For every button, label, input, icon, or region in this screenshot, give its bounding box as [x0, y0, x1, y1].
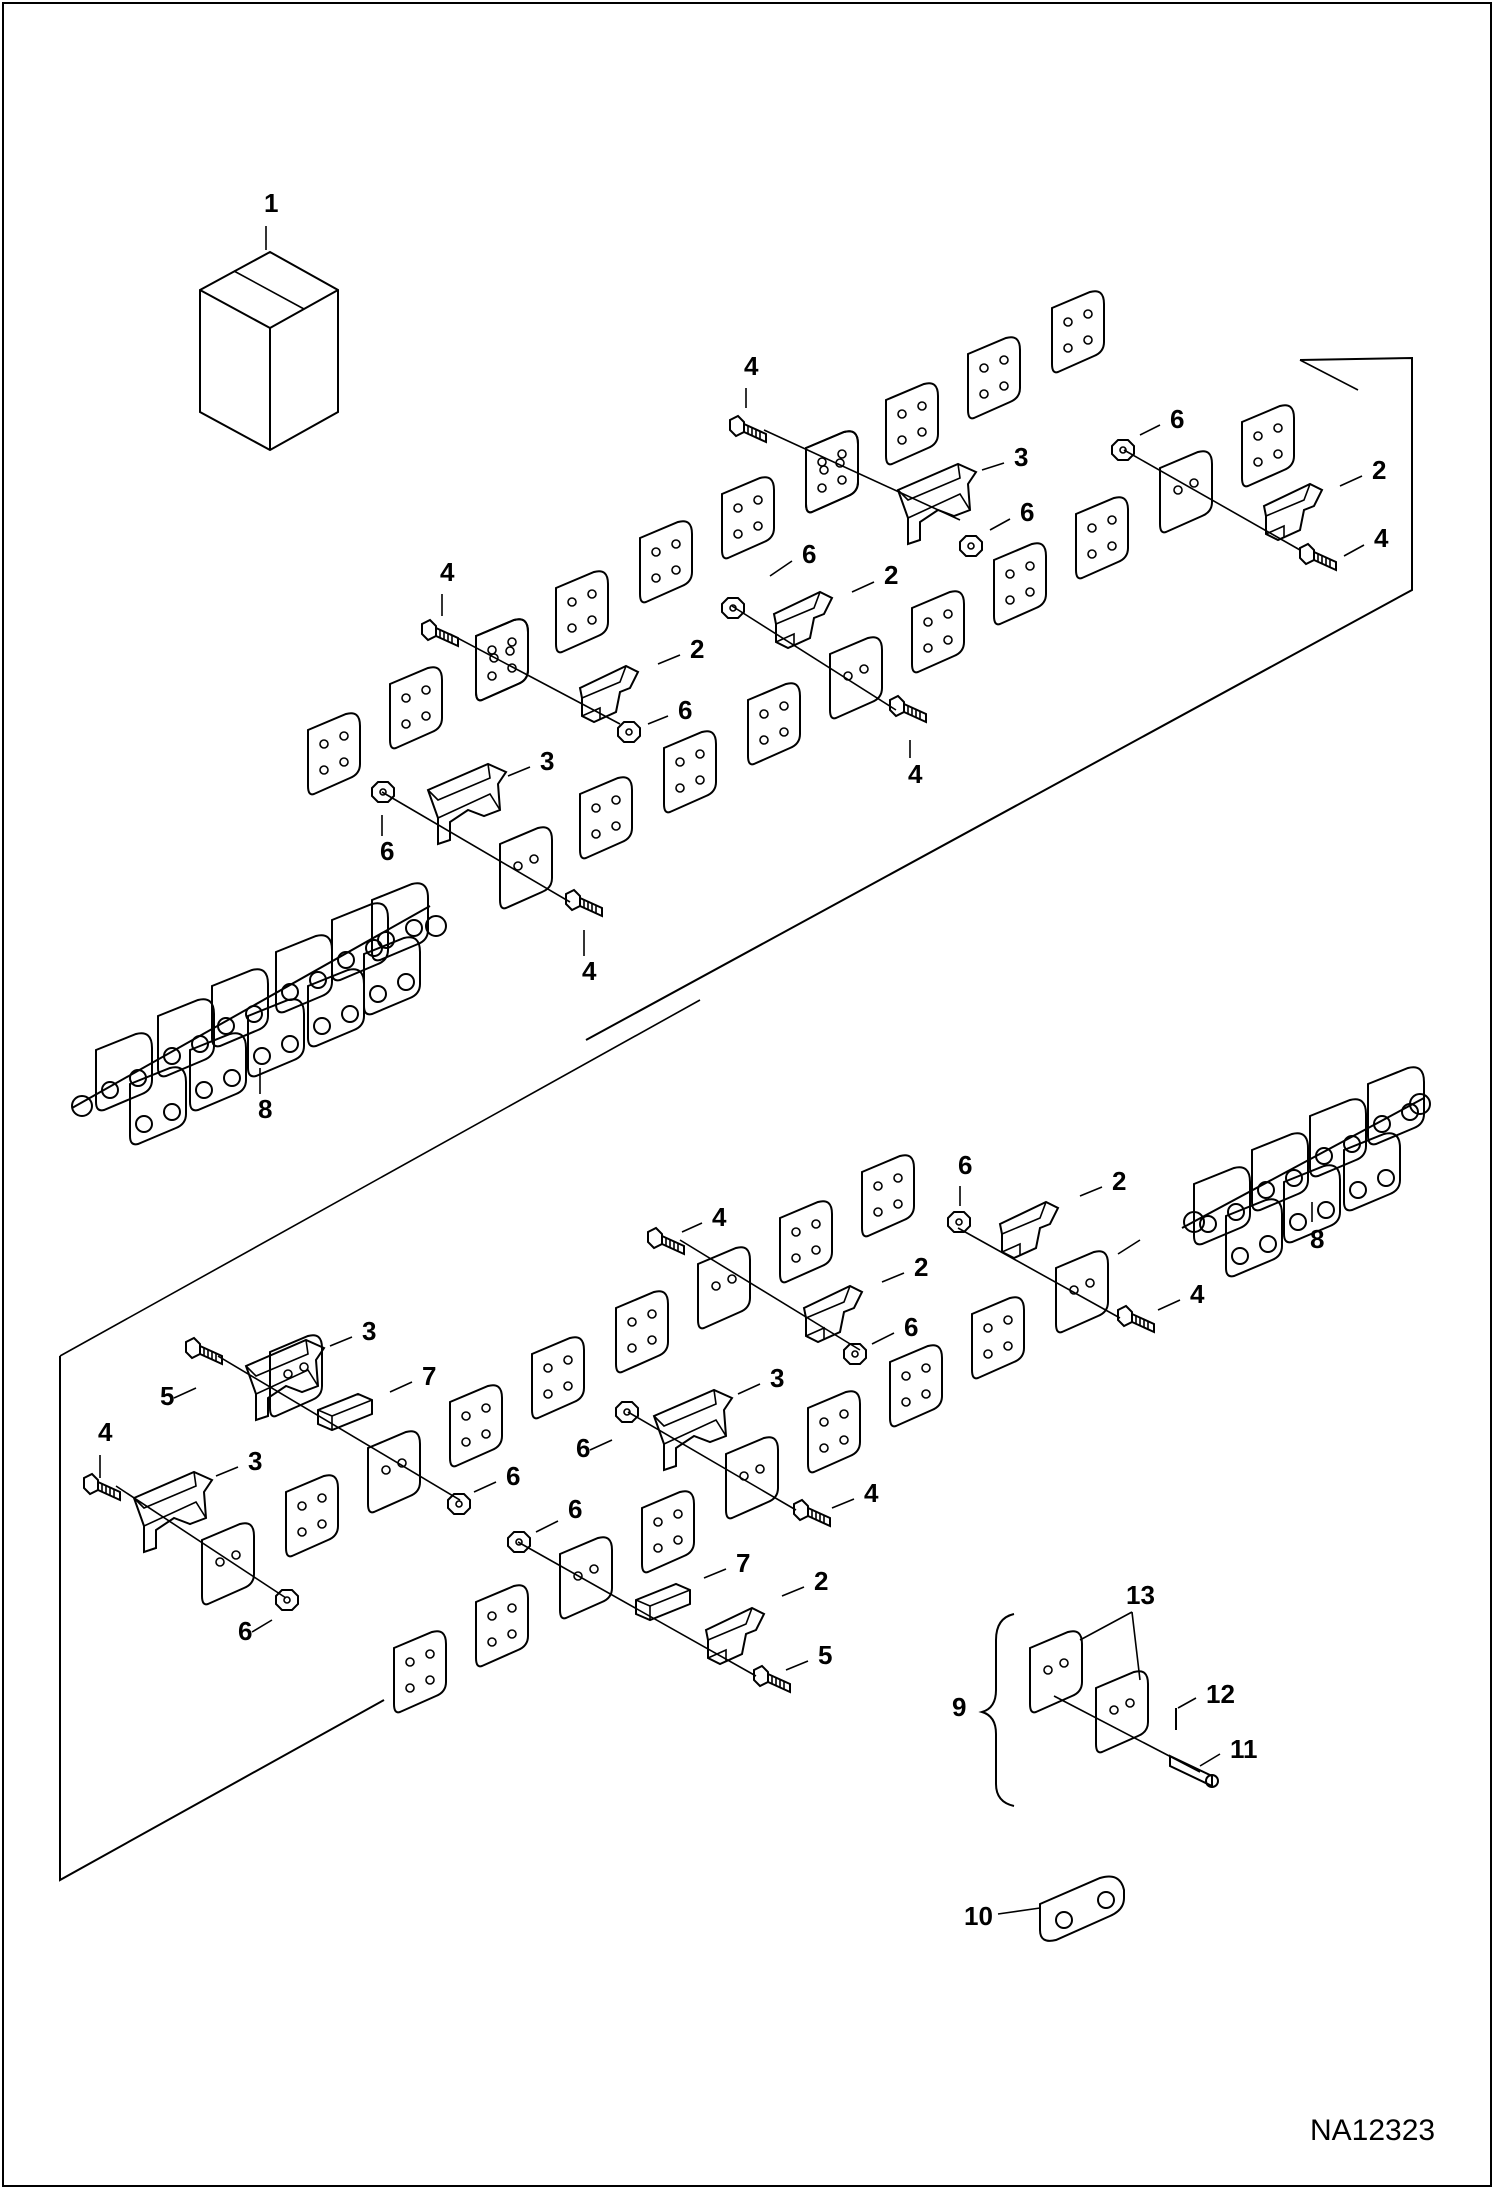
callout-c11: 11 — [1230, 1734, 1258, 1764]
leader-line-c3c — [329, 1336, 353, 1347]
callout-c5b: 5 — [818, 1640, 832, 1670]
callout-c4e: 4 — [582, 956, 597, 986]
leader-line-c12 — [1177, 1697, 1197, 1709]
upper-roller-chain — [71, 882, 447, 1146]
upper-teeth — [427, 463, 1323, 845]
leader-line-c2c — [657, 654, 681, 665]
leader-line-c11 — [1199, 1753, 1221, 1767]
kit-box — [199, 250, 339, 452]
leader-line-c6b — [989, 518, 1011, 531]
callout-c4g: 4 — [1190, 1279, 1205, 1309]
callout-c2d: 2 — [1112, 1166, 1126, 1196]
leader-line-c3e — [215, 1466, 239, 1477]
callout-c4c: 4 — [440, 557, 455, 587]
leader-line-c2e — [881, 1272, 905, 1283]
leader-line-c3a — [981, 462, 1005, 471]
callout-c6d: 6 — [678, 695, 692, 725]
callout-c7a: 7 — [422, 1361, 436, 1391]
callout-c6k: 6 — [238, 1616, 252, 1646]
callout-c2f: 2 — [814, 1566, 828, 1596]
callout-c5a: 5 — [160, 1381, 174, 1411]
callout-c12: 12 — [1206, 1679, 1235, 1709]
callout-c3e: 3 — [248, 1446, 262, 1476]
leader-line-c3b — [507, 766, 531, 777]
callout-c4i: 4 — [864, 1478, 879, 1508]
callout-c9: 9 — [952, 1692, 966, 1722]
callout-c13: 13 — [1126, 1580, 1155, 1610]
lower-plates — [201, 1154, 1109, 1714]
callout-c1: 1 — [264, 188, 278, 218]
leader-line-c4f — [681, 1222, 703, 1233]
callout-c2c: 2 — [690, 634, 704, 664]
callout-c2a: 2 — [1372, 455, 1386, 485]
callout-c6c: 6 — [802, 539, 816, 569]
upper-assembly-outline — [585, 356, 1413, 1041]
callout-c8b: 8 — [1310, 1224, 1324, 1254]
leader-line-c4b — [1343, 544, 1365, 557]
callout-c6i: 6 — [506, 1461, 520, 1491]
callout-c6a: 6 — [1170, 404, 1184, 434]
callout-c8a: 8 — [258, 1094, 272, 1124]
callout-c4d: 4 — [908, 759, 923, 789]
callout-c6g: 6 — [904, 1312, 918, 1342]
leader-line-c6h — [589, 1439, 613, 1451]
leader-line-c6i — [473, 1481, 497, 1493]
callout-c6h: 6 — [576, 1433, 590, 1463]
leader-line-c2f — [781, 1586, 805, 1597]
leader-line-c10 — [997, 1907, 1041, 1915]
callout-layer: 1 4 6 3 2 6 4 6 4 2 2 6 3 4 6 4 8 6 2 4 8 2 4 6 3 5 7 3 4 6 3 6 4 6 7 2 6 13 5… — [98, 188, 1389, 1931]
upper-assembly-lines — [381, 429, 1301, 903]
lower-spacers — [317, 1393, 691, 1621]
leader-line-c2d — [1079, 1186, 1103, 1197]
leader-line-c5b — [785, 1660, 809, 1671]
leader-line-c3d — [737, 1383, 761, 1395]
connecting-link-kit — [978, 1611, 1219, 1807]
lower-assembly-outline — [59, 999, 1141, 1882]
callout-c3c: 3 — [362, 1316, 376, 1346]
leader-line-c6d — [647, 715, 669, 725]
callout-c3b: 3 — [540, 746, 554, 776]
callout-c6b: 6 — [1020, 497, 1034, 527]
lower-assembly-lines — [115, 1227, 1121, 1677]
leader-line-c5a — [173, 1387, 197, 1399]
leader-line-c4g — [1157, 1299, 1181, 1311]
leader-line-c2b — [851, 581, 875, 593]
callout-c4f: 4 — [712, 1202, 727, 1232]
callout-c3a: 3 — [1014, 442, 1028, 472]
leader-line-c4i — [831, 1498, 855, 1509]
callout-c7b: 7 — [736, 1548, 750, 1578]
callout-c10: 10 — [964, 1901, 993, 1931]
callout-c6e: 6 — [380, 836, 394, 866]
leader-line-c2a — [1339, 475, 1363, 487]
offset-link — [1039, 1875, 1125, 1942]
leader-line-c7b — [703, 1568, 727, 1579]
callout-c4a: 4 — [744, 351, 759, 381]
leader-line-c6j — [535, 1520, 559, 1533]
leader-line-c7a — [389, 1381, 413, 1393]
leader-line-c6c — [769, 560, 793, 577]
callout-c6j: 6 — [568, 1494, 582, 1524]
drawing-code: NA12323 — [1310, 2114, 1435, 2147]
leader-line-c6k — [251, 1619, 273, 1633]
leader-line-c6a — [1139, 424, 1161, 436]
lower-roller-chain — [1181, 1066, 1431, 1278]
callout-c4h: 4 — [98, 1417, 113, 1447]
callout-c3d: 3 — [770, 1363, 784, 1393]
callout-c6f: 6 — [958, 1150, 972, 1180]
callout-c2e: 2 — [914, 1252, 928, 1282]
callout-c4b: 4 — [1374, 523, 1389, 553]
callout-c2b: 2 — [884, 560, 898, 590]
leader-line-c6g — [871, 1332, 895, 1345]
